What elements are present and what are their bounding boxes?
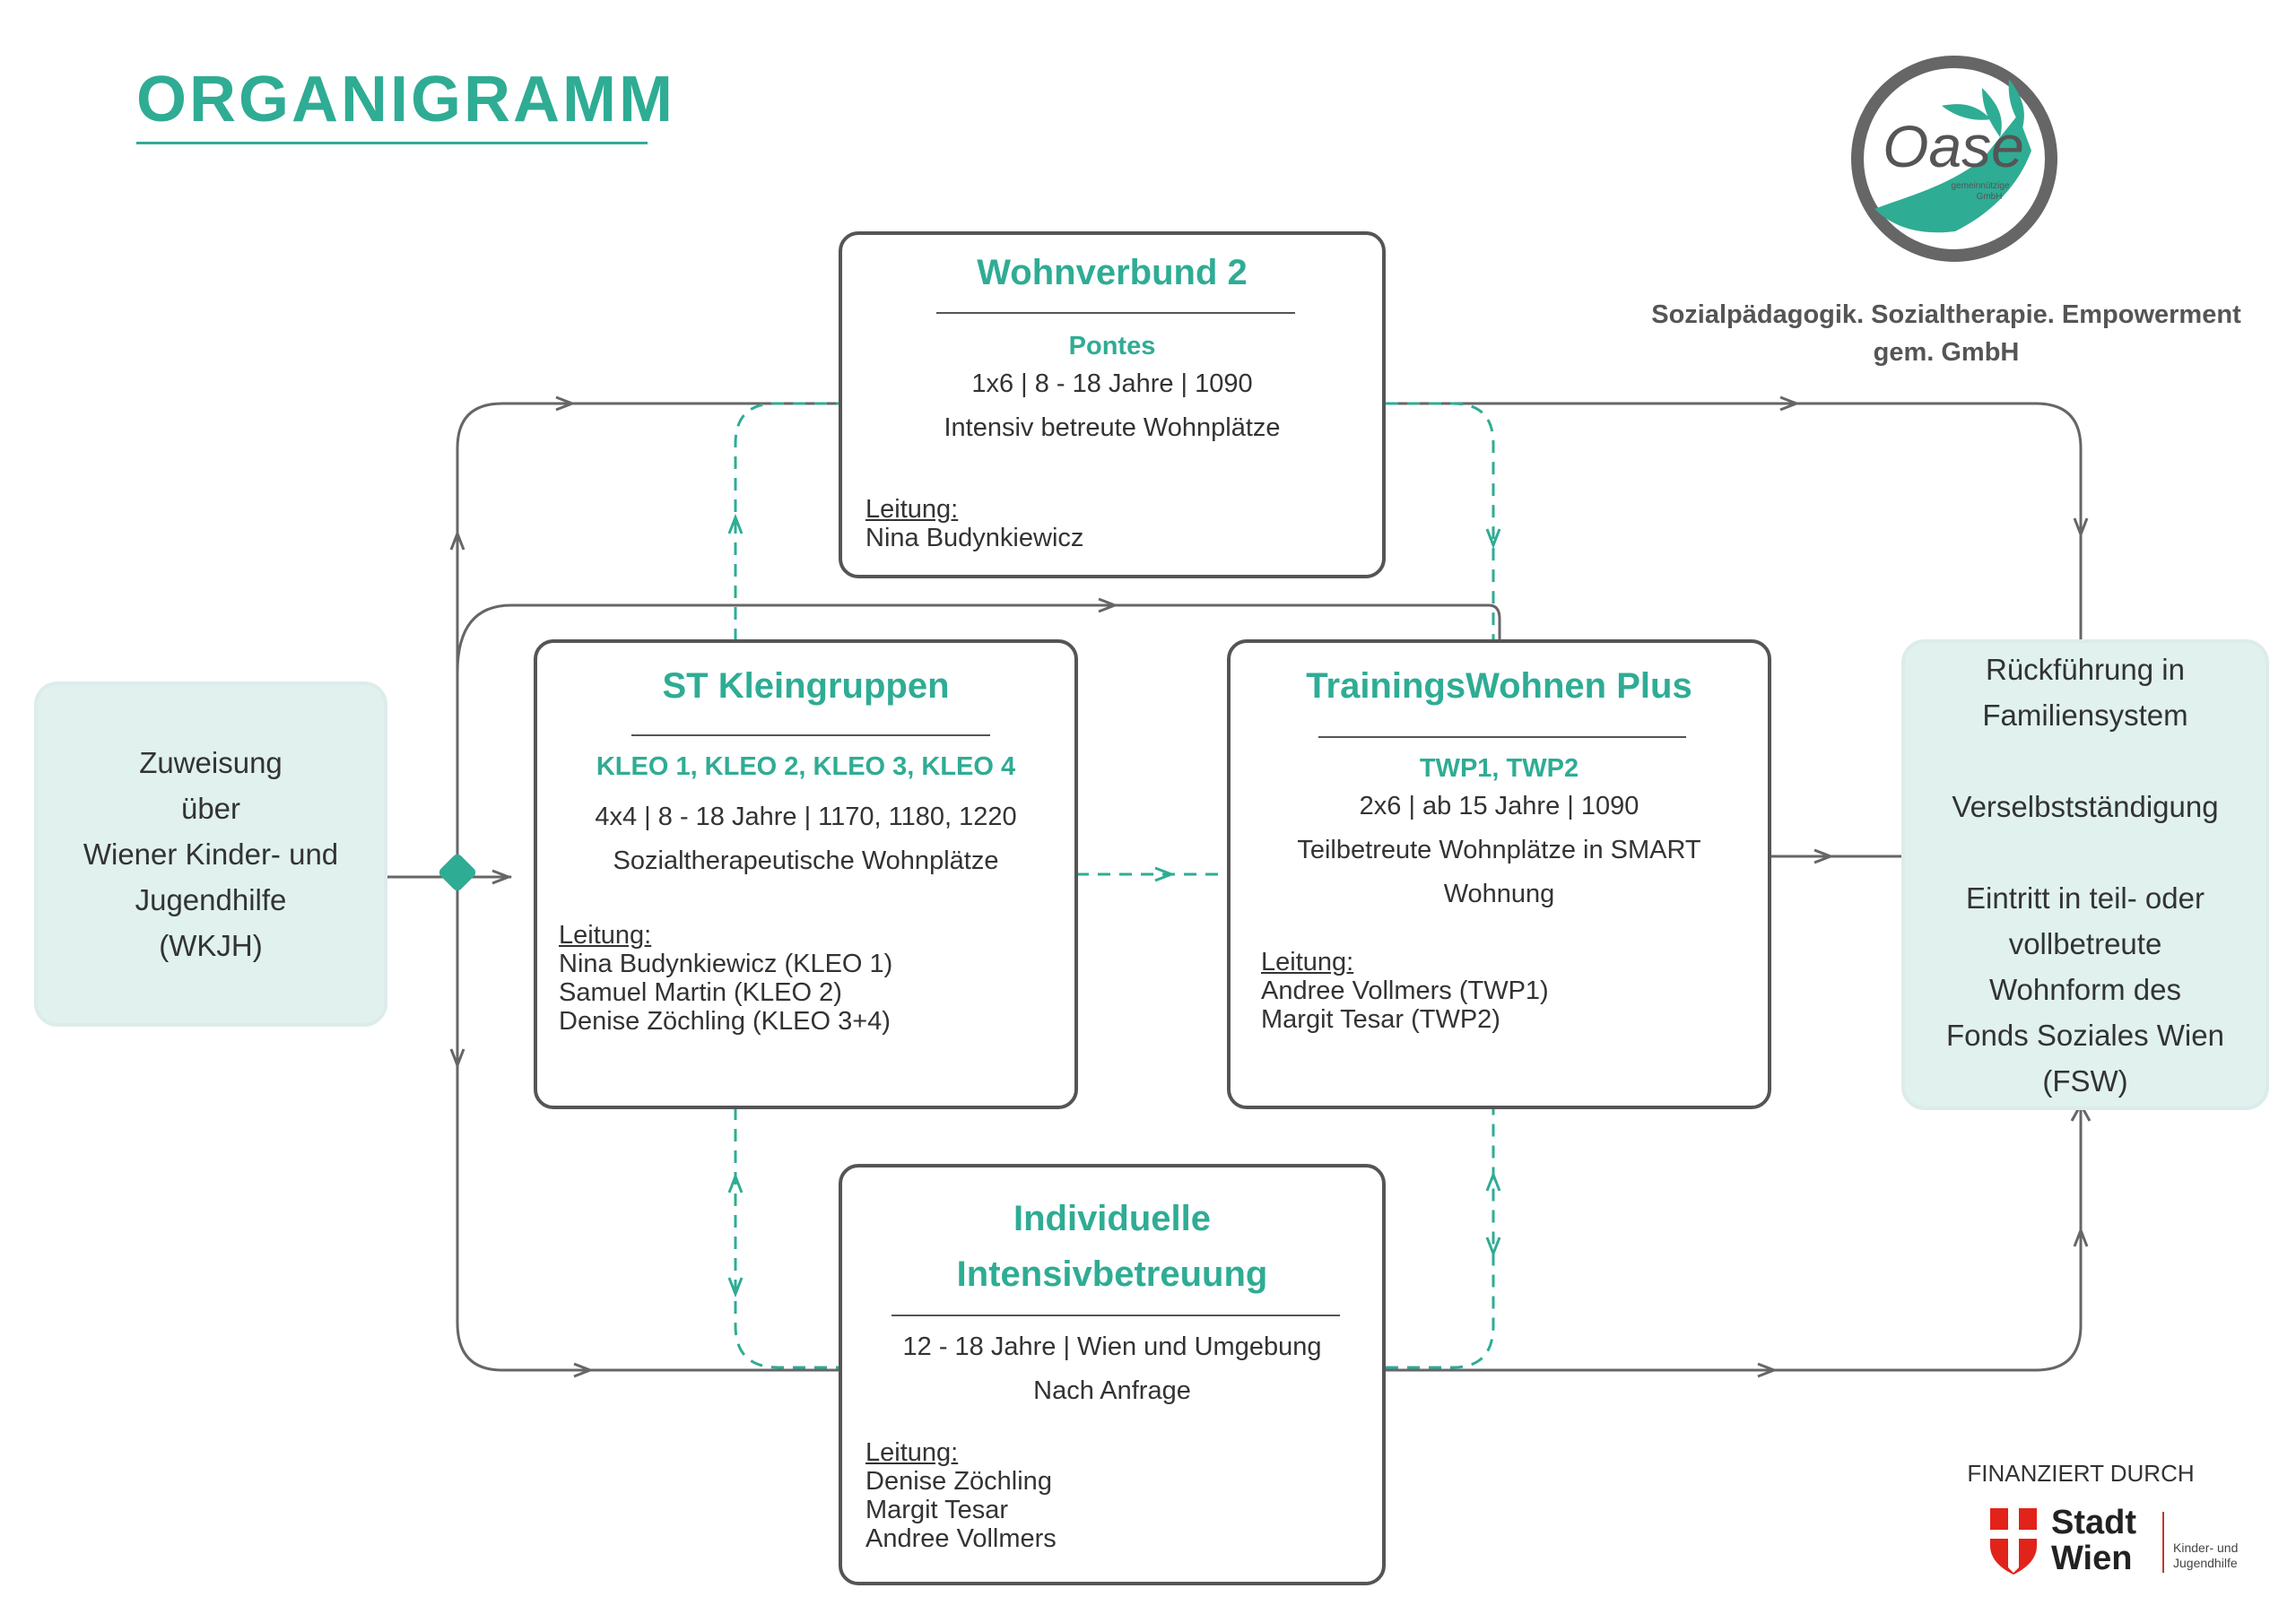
dashed-intensiv-trainingswohnen: [1386, 1107, 1495, 1369]
svg-text:gemeinnützige: gemeinnützige: [1951, 181, 2009, 191]
wien-shield-icon: [1990, 1508, 2037, 1575]
node-title: ST Kleingruppen: [662, 666, 950, 706]
connector-wohnverbund-out: [1386, 402, 2083, 641]
outcome-box: Rückführung in Familiensystem Verselbsts…: [1901, 639, 2269, 1110]
page-title: ORGANIGRAMM: [136, 64, 675, 135]
node-leitung: Leitung: Nina Budynkiewicz (KLEO 1) Samu…: [559, 921, 893, 1036]
zuweisung-box: Zuweisung über Wiener Kinder- und Jugend…: [34, 681, 387, 1027]
node-subtitle: KLEO 1, KLEO 2, KLEO 3, KLEO 4: [596, 752, 1016, 781]
node-title: Individuelle Intensivbetreuung: [956, 1199, 1268, 1294]
connector-intensiv-out: [1386, 1110, 2083, 1372]
node-subtitle: Pontes: [1068, 332, 1156, 360]
palm-leaf-icon: [1982, 88, 2002, 137]
logo-name: Oase: [1883, 113, 2024, 179]
funding-label: FINANZIERT DURCH: [1967, 1460, 2195, 1487]
node-info: 1x6 | 8 - 18 Jahre | 1090 Intensiv betre…: [944, 369, 1281, 442]
wohnverbund-node: Wohnverbund 2 Pontes 1x6 | 8 - 18 Jahre …: [839, 231, 1386, 578]
node-info: 2x6 | ab 15 Jahre | 1090 Teilbetreute Wo…: [1297, 792, 1701, 908]
title-underline: [136, 142, 648, 144]
node-info: 4x4 | 8 - 18 Jahre | 1170, 1180, 1220 So…: [595, 803, 1017, 875]
oase-logo: Oase gemeinnützige GmbH: [1848, 52, 2061, 265]
node-title: Wohnverbund 2: [977, 253, 1248, 292]
dashed-kleingruppen-intensiv: [734, 1107, 839, 1369]
stadt-wien-logo: Stadt Wien Kinder- und Jugendhilfe: [1978, 1503, 2265, 1584]
node-leitung: Leitung: Andree Vollmers (TWP1) Margit T…: [1261, 948, 1549, 1034]
connector-to-intensiv: [456, 877, 839, 1372]
node-leitung: Leitung: Denise Zöchling Margit Tesar An…: [865, 1438, 1057, 1553]
intensiv-node: Individuelle Intensivbetreuung 12 - 18 J…: [839, 1164, 1386, 1585]
tagline: Sozialpädagogik. Sozialtherapie. Empower…: [1651, 300, 2241, 367]
node-info: 12 - 18 Jahre | Wien und Umgebung Nach A…: [902, 1332, 1322, 1405]
junction-diamond: [439, 854, 476, 891]
node-leitung: Leitung: Nina Budynkiewicz: [865, 495, 1084, 552]
trainingswohnen-node: TrainingsWohnen Plus TWP1, TWP2 2x6 | ab…: [1227, 639, 1771, 1109]
node-title: TrainingsWohnen Plus: [1306, 666, 1692, 706]
connector-to-trainingswohnen: [456, 603, 1501, 673]
node-subtitle: TWP1, TWP2: [1419, 754, 1579, 783]
dashed-kleingruppen-wohnverbund: [734, 402, 839, 641]
dashed-wohnverbund-trainingswohnen: [1386, 402, 1495, 641]
palm-island-icon: [1874, 115, 2031, 233]
connector-to-wohnverbund: [456, 402, 839, 877]
kleingruppen-node: ST Kleingruppen KLEO 1, KLEO 2, KLEO 3, …: [534, 639, 1078, 1109]
svg-text:GmbH: GmbH: [1977, 192, 2003, 202]
